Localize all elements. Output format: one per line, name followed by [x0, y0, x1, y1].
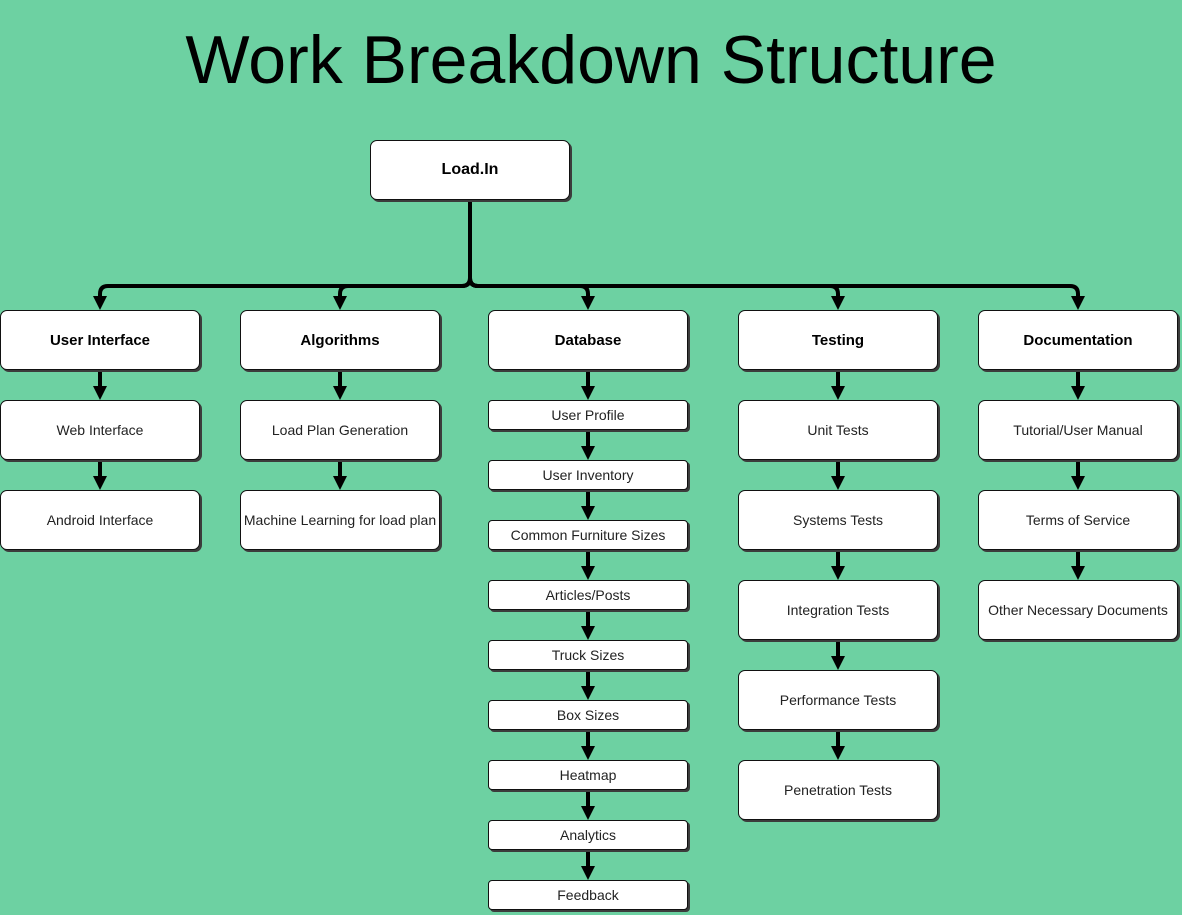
- arrowhead-documentation-0: [1071, 386, 1085, 400]
- category-algorithms[interactable]: Algorithms: [240, 310, 440, 370]
- arrowhead-user-interface-0: [93, 386, 107, 400]
- arrowhead-user-interface-1: [93, 476, 107, 490]
- arrowhead-algorithms-0: [333, 386, 347, 400]
- task-node-box-sizes[interactable]: Box Sizes: [488, 700, 688, 730]
- arrowhead-testing-2: [831, 566, 845, 580]
- task-node-tutorial-user-manual[interactable]: Tutorial/User Manual: [978, 400, 1178, 460]
- category-documentation[interactable]: Documentation: [978, 310, 1178, 370]
- task-node-articles-posts[interactable]: Articles/Posts: [488, 580, 688, 610]
- arrowhead-database-3: [581, 566, 595, 580]
- task-node-user-profile[interactable]: User Profile: [488, 400, 688, 430]
- task-node-systems-tests[interactable]: Systems Tests: [738, 490, 938, 550]
- task-node-common-furniture-sizes[interactable]: Common Furniture Sizes: [488, 520, 688, 550]
- task-node-machine-learning-for-load-plan[interactable]: Machine Learning for load plan: [240, 490, 440, 550]
- branch-line-algorithms: [338, 277, 472, 296]
- arrowhead-algorithms-1: [333, 476, 347, 490]
- task-node-integration-tests[interactable]: Integration Tests: [738, 580, 938, 640]
- arrowhead-database-5: [581, 686, 595, 700]
- task-node-load-plan-generation[interactable]: Load Plan Generation: [240, 400, 440, 460]
- task-node-unit-tests[interactable]: Unit Tests: [738, 400, 938, 460]
- arrowhead-database-4: [581, 626, 595, 640]
- branch-line-documentation: [468, 277, 1080, 296]
- category-database[interactable]: Database: [488, 310, 688, 370]
- arrowhead-database: [581, 296, 595, 310]
- arrowhead-algorithms: [333, 296, 347, 310]
- arrowhead-database-2: [581, 506, 595, 520]
- root-node[interactable]: Load.In: [370, 140, 570, 200]
- task-node-other-necessary-documents[interactable]: Other Necessary Documents: [978, 580, 1178, 640]
- task-node-user-inventory[interactable]: User Inventory: [488, 460, 688, 490]
- task-node-web-interface[interactable]: Web Interface: [0, 400, 200, 460]
- arrowhead-database-8: [581, 866, 595, 880]
- arrowhead-testing-0: [831, 386, 845, 400]
- arrowhead-documentation-1: [1071, 476, 1085, 490]
- task-node-feedback[interactable]: Feedback: [488, 880, 688, 910]
- arrowhead-testing: [831, 296, 845, 310]
- arrowhead-documentation: [1071, 296, 1085, 310]
- task-node-analytics[interactable]: Analytics: [488, 820, 688, 850]
- arrowhead-testing-4: [831, 746, 845, 760]
- category-user-interface[interactable]: User Interface: [0, 310, 200, 370]
- arrowhead-user-interface: [93, 296, 107, 310]
- arrowhead-database-0: [581, 386, 595, 400]
- category-testing[interactable]: Testing: [738, 310, 938, 370]
- arrowhead-testing-1: [831, 476, 845, 490]
- arrowhead-database-7: [581, 806, 595, 820]
- task-node-penetration-tests[interactable]: Penetration Tests: [738, 760, 938, 820]
- task-node-heatmap[interactable]: Heatmap: [488, 760, 688, 790]
- diagram-title: Work Breakdown Structure: [185, 22, 997, 98]
- arrowhead-database-6: [581, 746, 595, 760]
- arrowhead-documentation-2: [1071, 566, 1085, 580]
- task-node-terms-of-service[interactable]: Terms of Service: [978, 490, 1178, 550]
- task-node-performance-tests[interactable]: Performance Tests: [738, 670, 938, 730]
- task-node-truck-sizes[interactable]: Truck Sizes: [488, 640, 688, 670]
- task-node-android-interface[interactable]: Android Interface: [0, 490, 200, 550]
- arrowhead-database-1: [581, 446, 595, 460]
- arrowhead-testing-3: [831, 656, 845, 670]
